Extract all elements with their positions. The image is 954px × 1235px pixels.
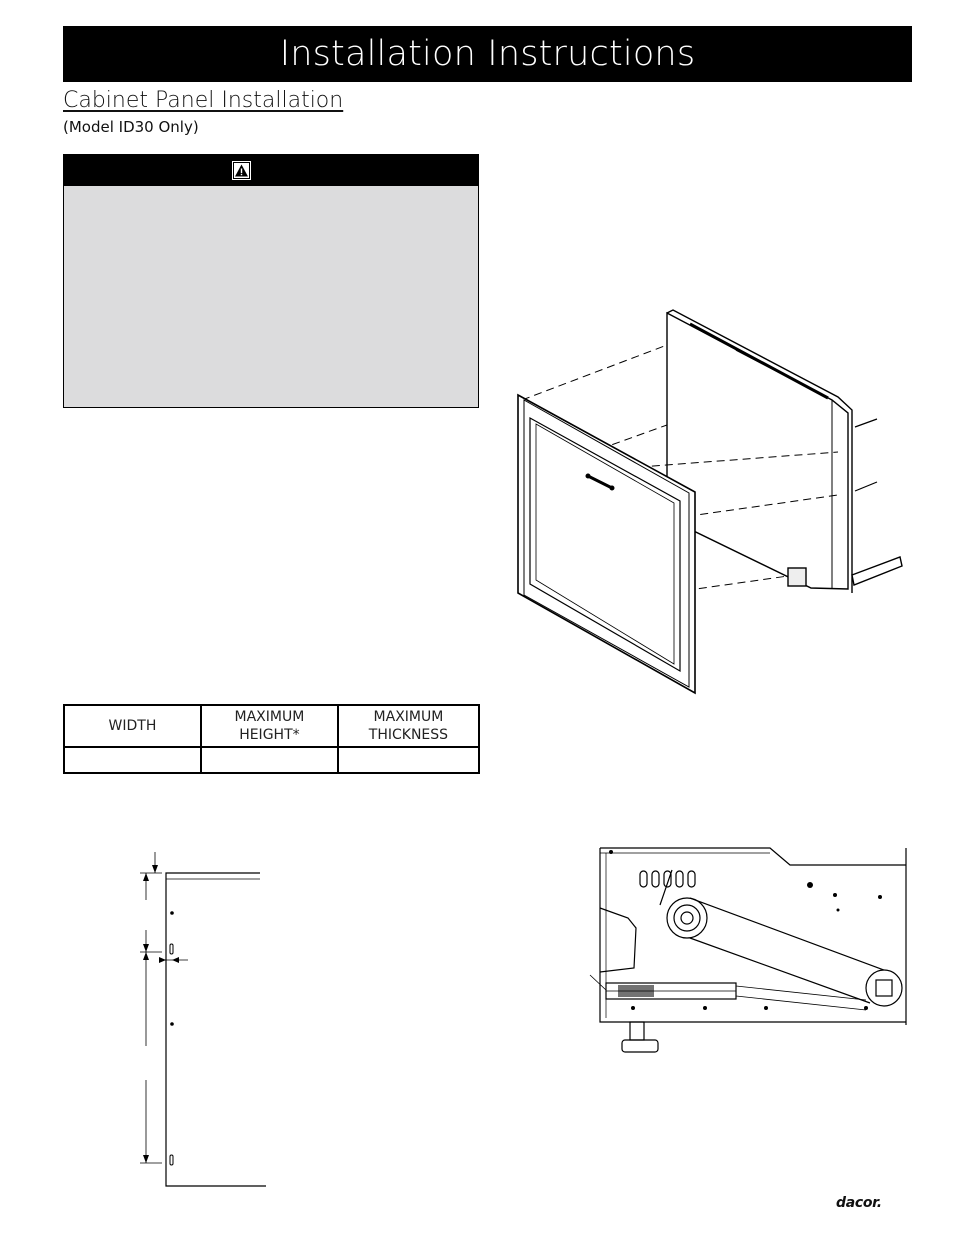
page-title: Installation Instructions <box>279 34 696 74</box>
mounting-screws <box>854 418 878 492</box>
section-title: Cabinet Panel Installation <box>63 88 344 113</box>
header-thickness-line2: THICKNESS <box>368 727 449 743</box>
header-height-line1: MAXIMUM <box>234 709 305 725</box>
panel-exploded-diagram <box>517 309 903 695</box>
warning-box <box>63 154 479 408</box>
table-header-width: WIDTH <box>63 704 202 748</box>
page-title-bar: Installation Instructions <box>63 26 912 82</box>
table-header-max-thickness: MAXIMUM THICKNESS <box>336 704 481 748</box>
hole-placement-diagram <box>140 852 266 1187</box>
dishwasher-door-drawing <box>666 309 903 593</box>
section-subtitle: (Model ID30 Only) <box>63 118 199 136</box>
table-cell-height <box>199 746 339 774</box>
header-width-label: WIDTH <box>108 718 157 734</box>
hinge-detail-diagram <box>589 847 907 1053</box>
header-height-line2: HEIGHT* <box>239 727 300 743</box>
table-cell-width <box>63 746 202 774</box>
table-cell-thickness <box>336 746 481 774</box>
header-thickness-line1: MAXIMUM <box>373 709 444 725</box>
warning-triangle-icon <box>231 161 251 180</box>
dacor-logo: dacor. <box>836 1195 882 1211</box>
warning-header <box>64 155 478 186</box>
panel-dimensions-table: WIDTH MAXIMUM HEIGHT* MAXIMUM THICKNESS <box>63 704 481 774</box>
table-header-max-height: MAXIMUM HEIGHT* <box>199 704 339 748</box>
cabinet-panel-drawing <box>517 393 696 695</box>
table-row <box>63 746 481 774</box>
table-header-row: WIDTH MAXIMUM HEIGHT* MAXIMUM THICKNESS <box>63 704 481 748</box>
